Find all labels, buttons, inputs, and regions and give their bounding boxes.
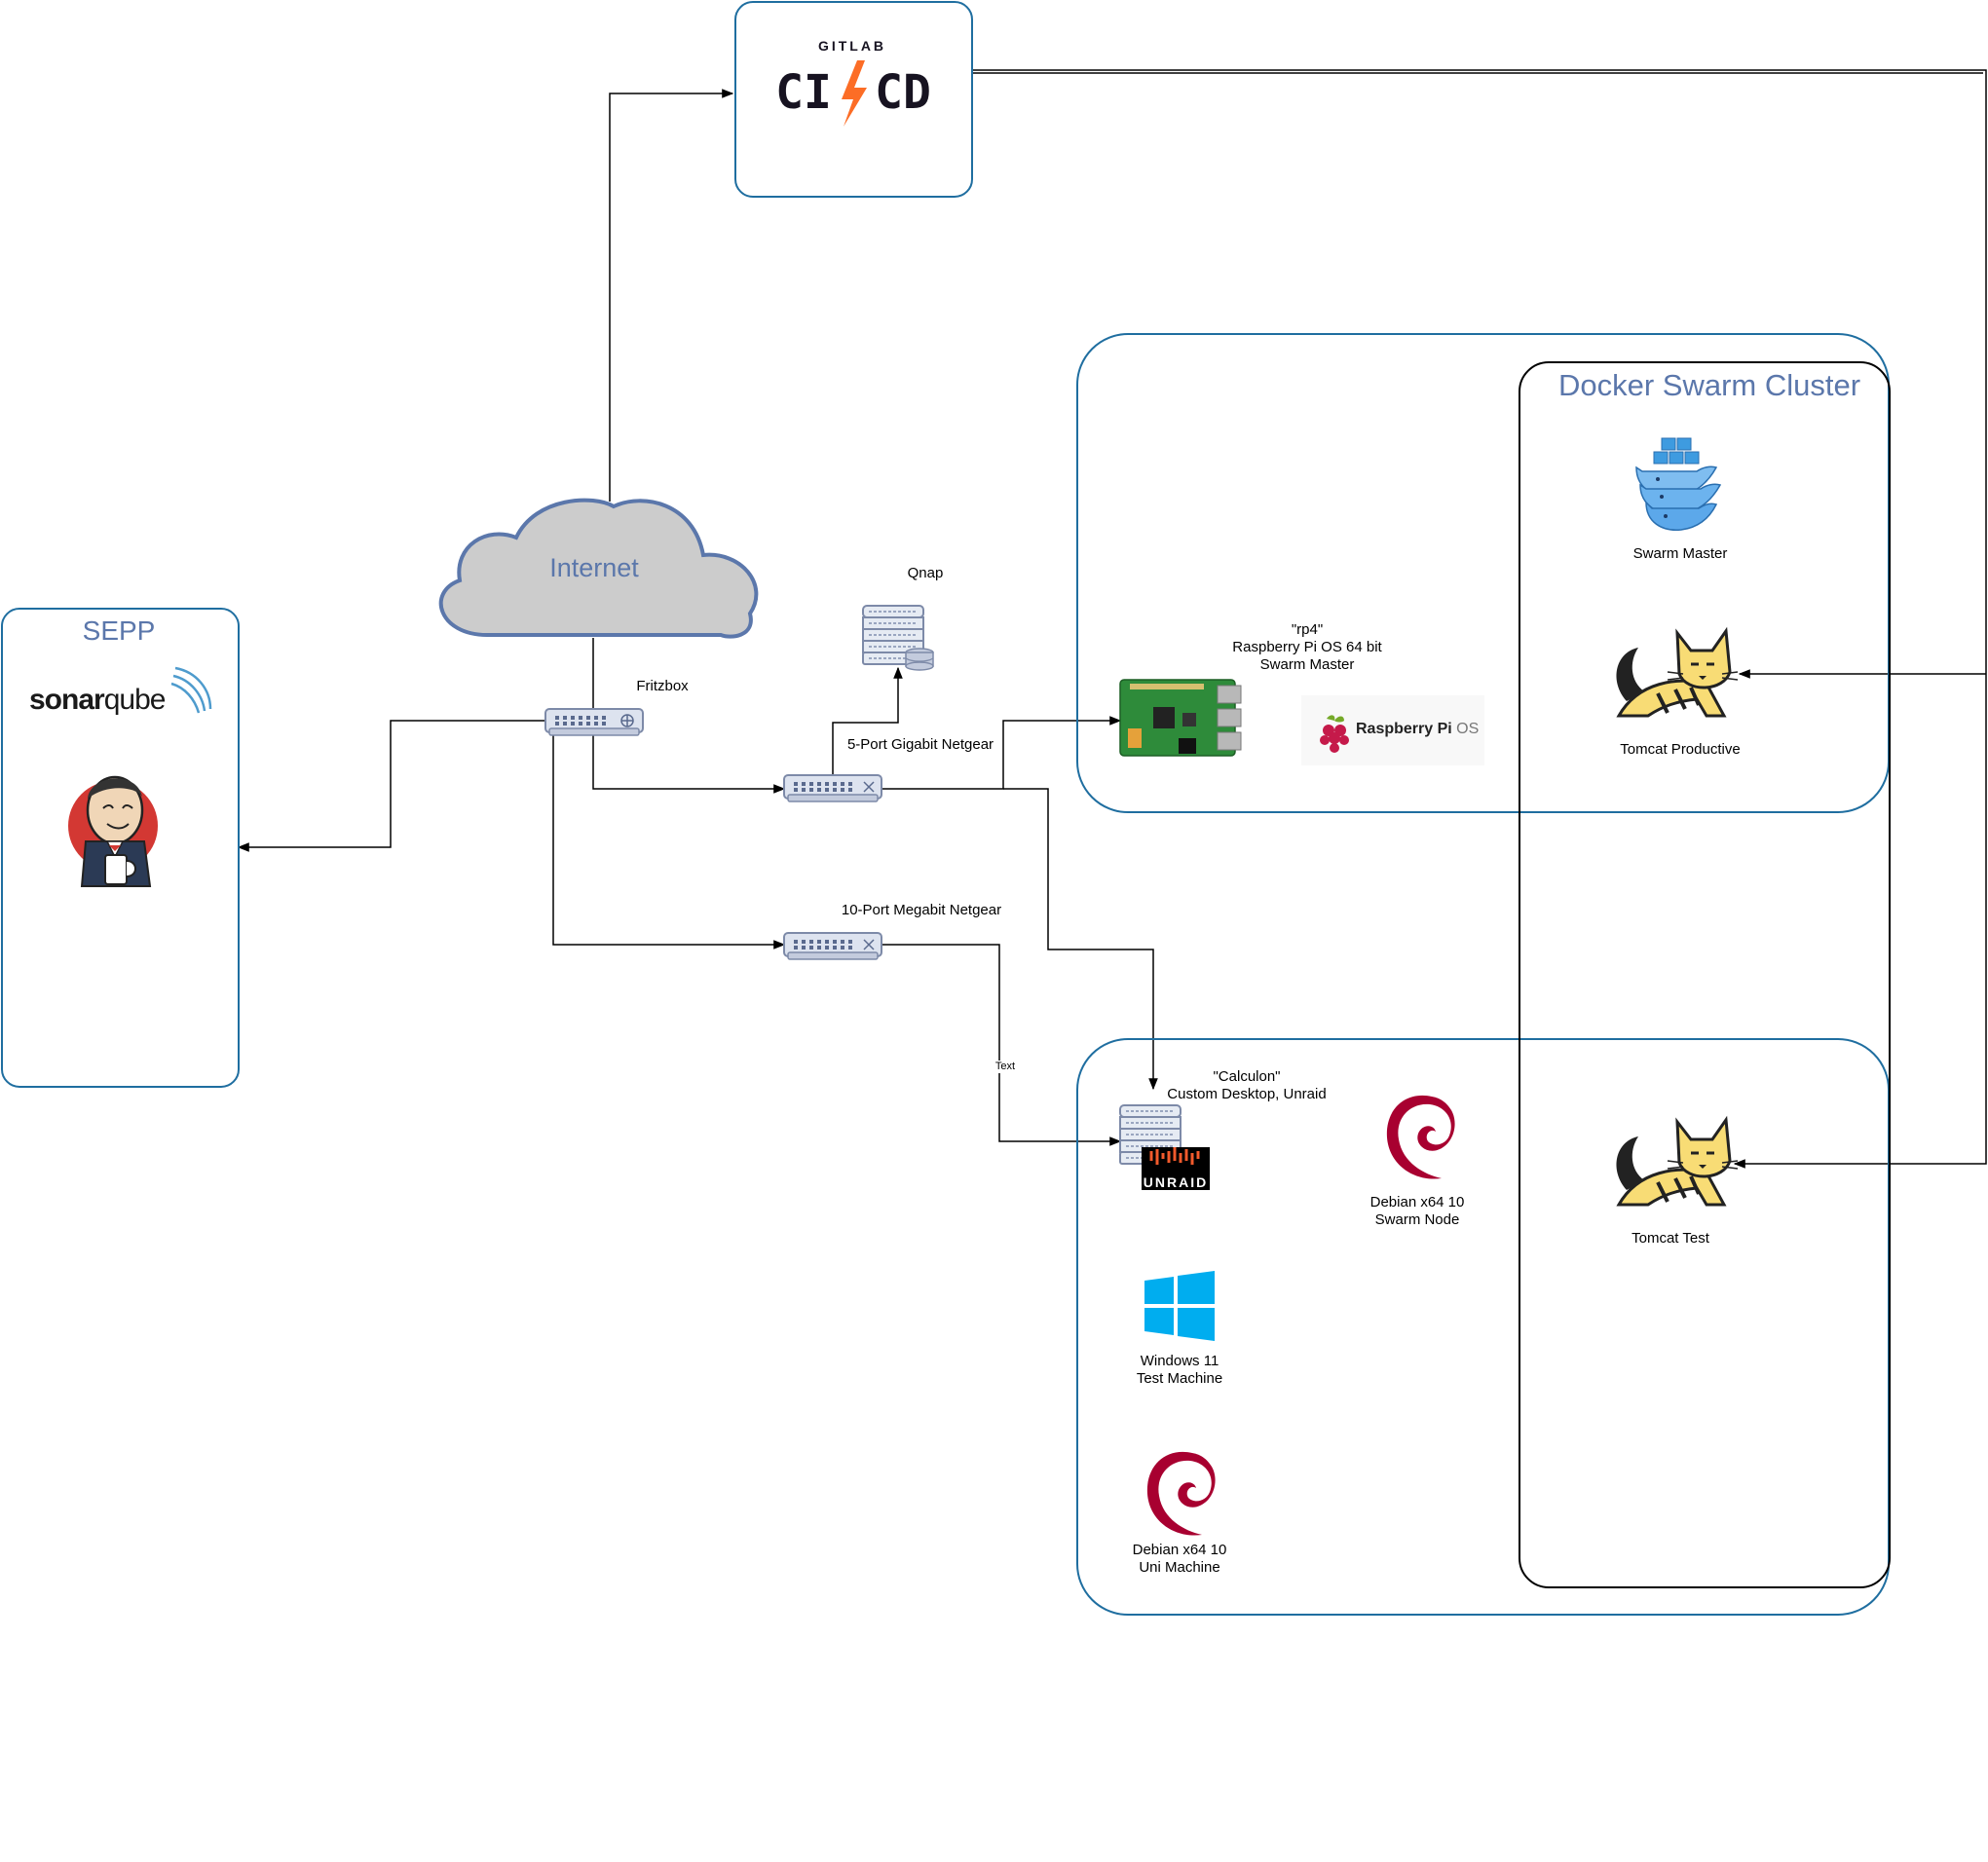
- debian-uni-label: Debian x64 10 Uni Machine: [1107, 1542, 1253, 1577]
- fritzbox-router-icon: [544, 708, 644, 736]
- lightning-icon: [842, 60, 867, 127]
- calculon-label: "Calculon" Custom Desktop, Unraid: [1140, 1068, 1354, 1103]
- docker-swarm-cluster-title: Docker Swarm Cluster: [1557, 368, 1861, 402]
- tomcat-productive-icon: [1614, 629, 1740, 718]
- internet-label: Internet: [549, 553, 639, 582]
- windows-line1: Windows 11: [1140, 1353, 1219, 1369]
- switch-10port-label: 10-Port Megabit Netgear: [841, 902, 1002, 918]
- qube-part: qube: [103, 684, 167, 716]
- docker-swarm-cluster-box: [1519, 361, 1891, 1588]
- debian-uni-machine-icon: [1146, 1451, 1216, 1536]
- internet-cloud: [438, 498, 759, 639]
- gitlab-cicd-box: [734, 1, 973, 198]
- os-text: OS: [1451, 721, 1480, 737]
- sonar-part: sonar: [29, 684, 105, 716]
- raspberry-icon: [1320, 715, 1349, 753]
- unraid-logo: [1142, 1147, 1210, 1190]
- windows-line2: Test Machine: [1136, 1370, 1223, 1387]
- switch-10port-icon: [783, 932, 882, 960]
- rp4-line1: "rp4": [1291, 621, 1324, 638]
- unraid-text: UNRAID: [1143, 1174, 1209, 1190]
- windows-icon: [1144, 1271, 1215, 1341]
- sonarqube-waves-icon: [170, 666, 212, 714]
- gitlab-title: GITLAB: [817, 38, 887, 54]
- sepp-title: SEPP: [82, 615, 156, 646]
- tomcat-productive-label: Tomcat Productive: [1620, 741, 1741, 758]
- raspberry-pi-os-logo: [1301, 695, 1484, 765]
- debian-node-line1: Debian x64 10: [1369, 1194, 1465, 1210]
- jenkins-icon: [68, 775, 158, 887]
- rp4-line3: Swarm Master: [1259, 656, 1355, 673]
- raspberry-pi-text: Raspberry Pi: [1356, 721, 1452, 737]
- tomcat-test-icon: [1614, 1118, 1740, 1207]
- switch-5port-icon: [783, 774, 882, 802]
- gitlab-cd-text: CD: [875, 65, 931, 120]
- tomcat-test-label: Tomcat Test: [1632, 1230, 1709, 1247]
- sonarqube-logo-text: sonarqube: [29, 684, 175, 717]
- fritzbox-label: Fritzbox: [636, 678, 689, 694]
- debian-node-line2: Swarm Node: [1374, 1211, 1460, 1228]
- qnap-label: Qnap: [907, 565, 944, 581]
- debian-swarm-node-icon: [1386, 1095, 1455, 1179]
- calculon-line2: Custom Desktop, Unraid: [1167, 1086, 1327, 1102]
- connectors: [237, 69, 1987, 1169]
- docker-swarm-icon: [1635, 437, 1722, 531]
- rp4-label: "rp4" Raspberry Pi OS 64 bit Swarm Maste…: [1200, 621, 1414, 674]
- debian-uni-line1: Debian x64 10: [1132, 1542, 1227, 1558]
- raspberry-pi-board-icon: [1119, 679, 1242, 757]
- swarm-master-label: Swarm Master: [1632, 545, 1728, 562]
- calculon-line1: "Calculon": [1213, 1068, 1281, 1085]
- debian-uni-line2: Uni Machine: [1139, 1559, 1220, 1576]
- edge-text-label: Text: [988, 1061, 1023, 1073]
- rp4-line2: Raspberry Pi OS 64 bit: [1232, 639, 1382, 655]
- debian-node-label: Debian x64 10 Swarm Node: [1344, 1194, 1490, 1229]
- raspberry-pi-os-text: Raspberry Pi OS: [1356, 721, 1482, 738]
- gitlab-ci-text: CI: [775, 65, 832, 120]
- sepp-box: [1, 608, 240, 1088]
- switch-5port-label: 5-Port Gigabit Netgear: [846, 736, 994, 753]
- windows-label: Windows 11 Test Machine: [1107, 1353, 1253, 1388]
- qnap-server-icon: [862, 605, 934, 671]
